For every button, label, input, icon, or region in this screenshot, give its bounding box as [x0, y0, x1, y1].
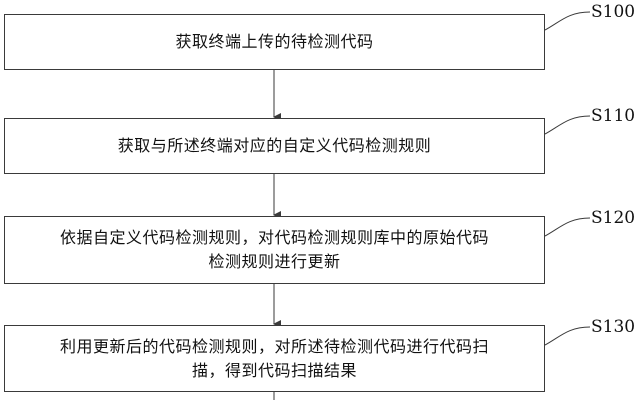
step-text-line: 检测规则进行更新 — [208, 252, 341, 271]
step-text-s130: 利用更新后的代码检测规则，对所述待检测代码进行代码扫 描，得到代码扫描结果 — [5, 335, 544, 383]
step-box-s100: 获取终端上传的待检测代码 — [4, 14, 545, 70]
step-text-line: 描，得到代码扫描结果 — [191, 360, 357, 380]
step-text-s120: 依据自定义代码检测规则，对代码检测规则库中的原始代码 检测规则进行更新 — [5, 226, 544, 274]
step-label-s110: S110 — [591, 106, 636, 126]
step-text-line: 获取与所述终端对应的自定义代码检测规则 — [117, 136, 432, 155]
step-text-s110: 获取与所述终端对应的自定义代码检测规则 — [5, 134, 544, 158]
step-box-s110: 获取与所述终端对应的自定义代码检测规则 — [4, 118, 545, 174]
leader-s100 — [544, 11, 591, 31]
step-text-line: 依据自定义代码检测规则，对代码检测规则库中的原始代码 — [59, 228, 489, 247]
step-text-line: 获取终端上传的待检测代码 — [175, 32, 374, 51]
leader-s130 — [544, 326, 591, 346]
leader-s120 — [544, 217, 591, 237]
step-box-s120: 依据自定义代码检测规则，对代码检测规则库中的原始代码 检测规则进行更新 — [4, 216, 545, 284]
step-label-s130: S130 — [591, 317, 636, 337]
step-label-s100: S100 — [591, 2, 636, 22]
step-text-line: 利用更新后的代码检测规则，对所述待检测代码进行代码扫 — [59, 336, 489, 356]
step-label-s120: S120 — [591, 208, 636, 228]
leader-s110 — [544, 115, 591, 135]
step-text-s100: 获取终端上传的待检测代码 — [5, 30, 544, 54]
step-box-s130: 利用更新后的代码检测规则，对所述待检测代码进行代码扫 描，得到代码扫描结果 — [4, 325, 545, 392]
